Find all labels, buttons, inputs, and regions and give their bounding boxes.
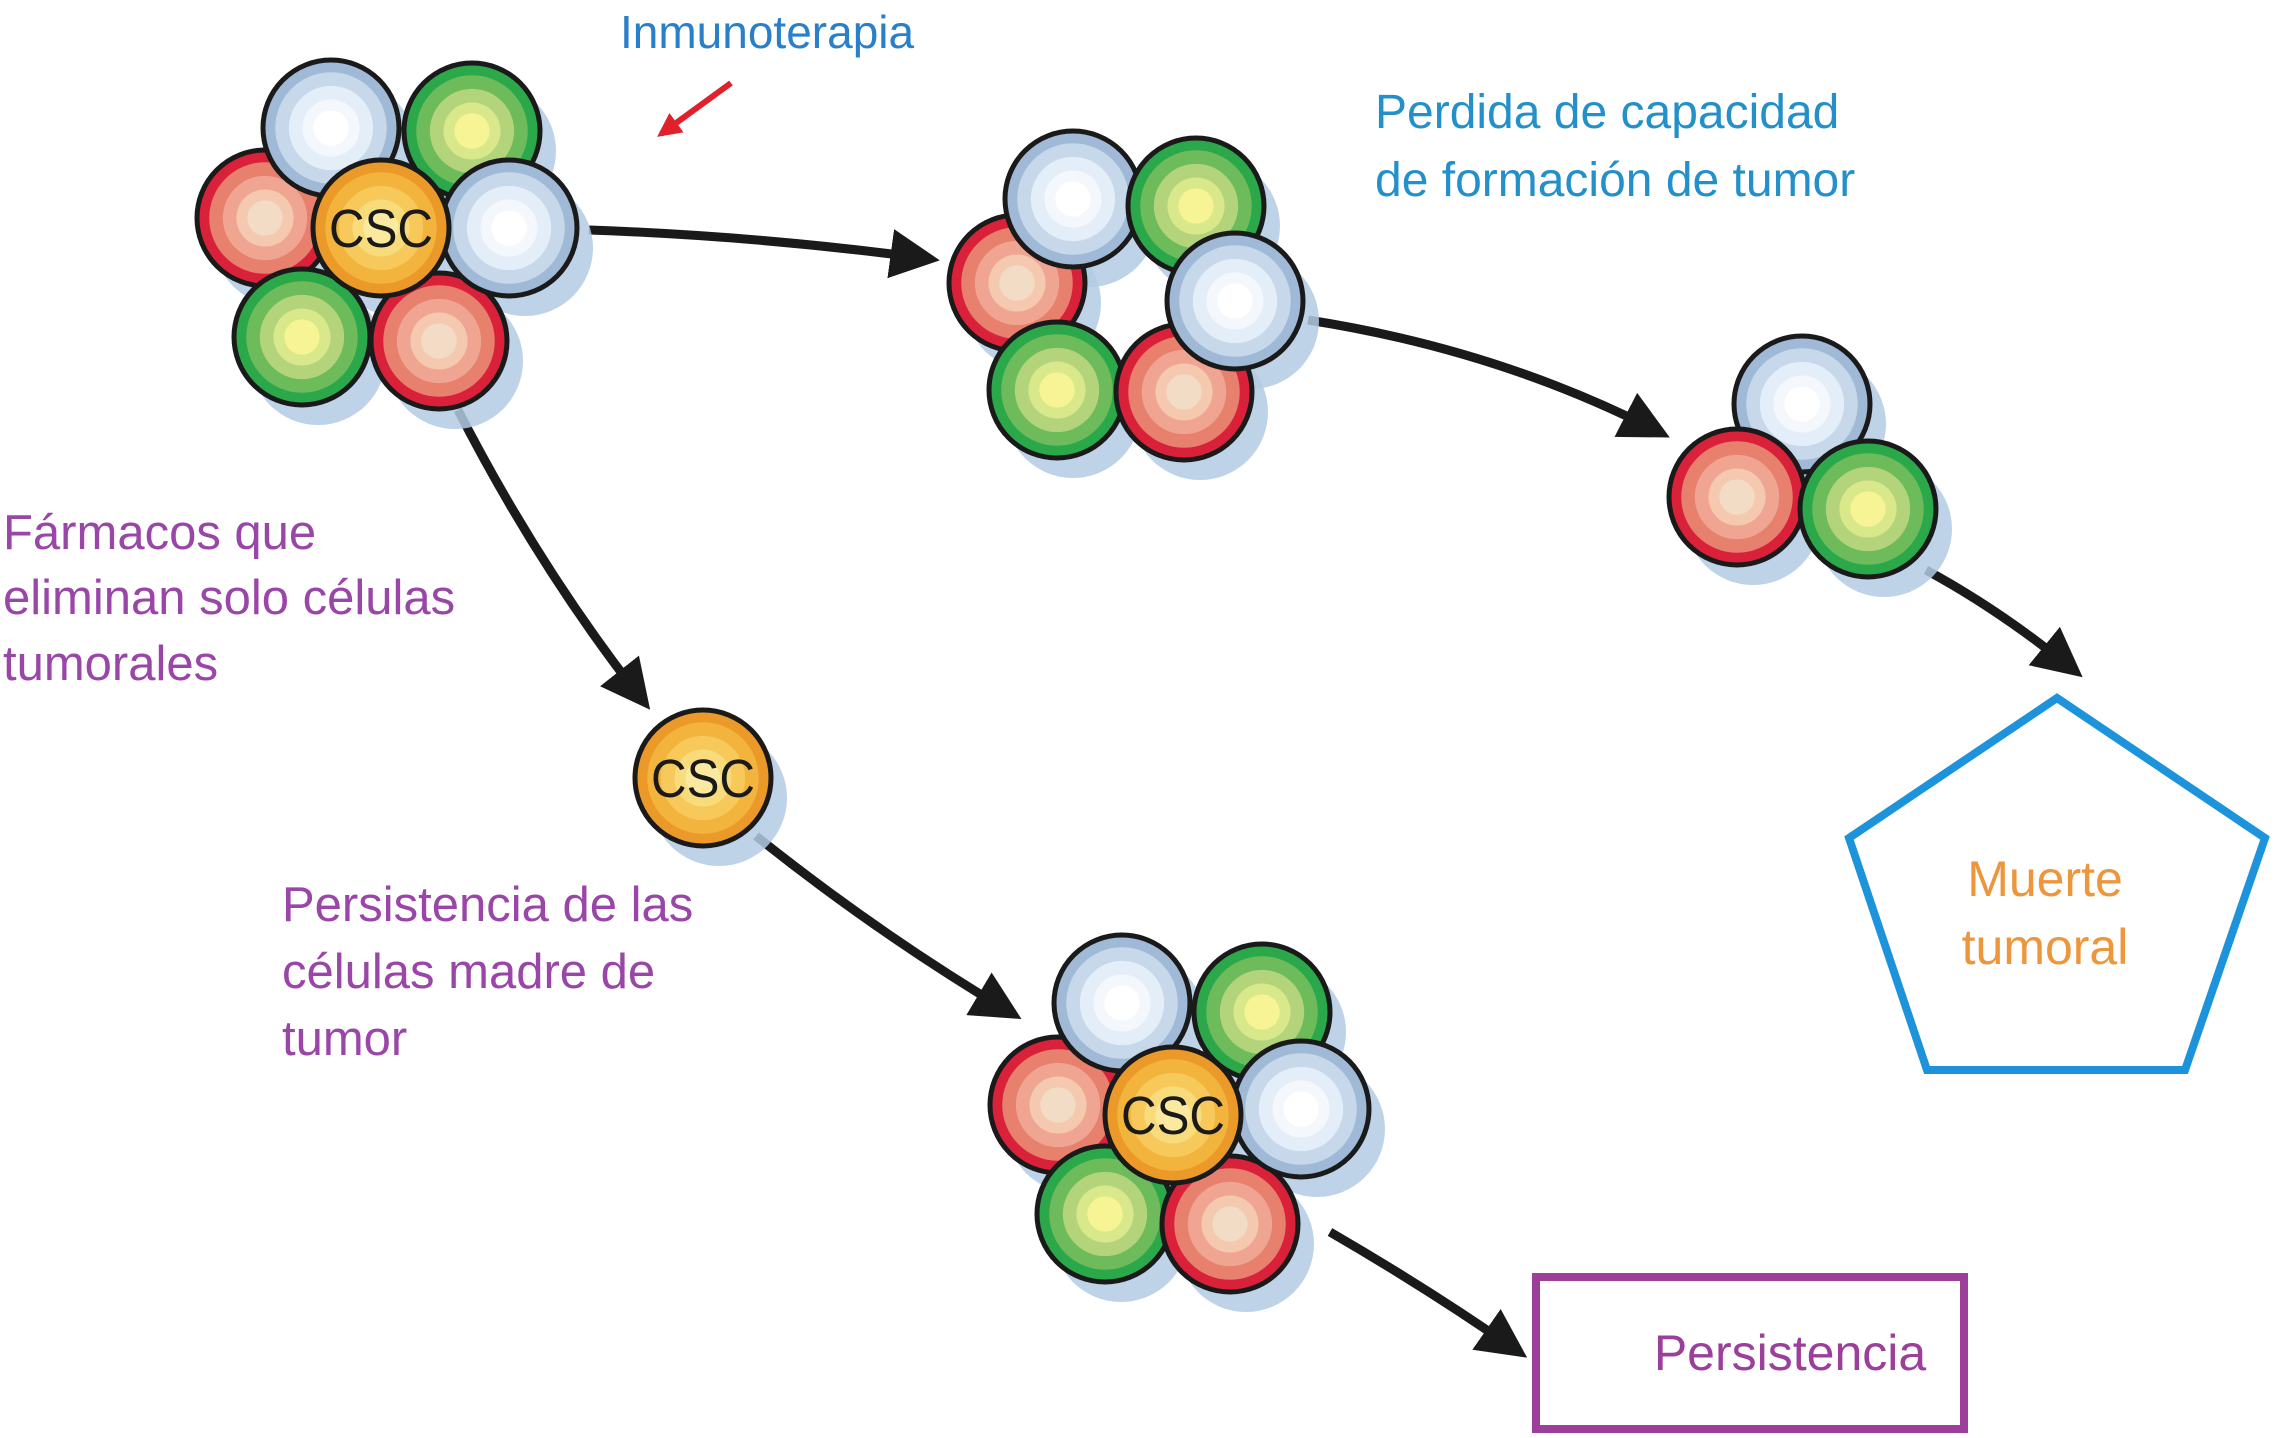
csc-label: CSC: [651, 749, 755, 809]
persistence-stem-line-1: Persistencia de las: [282, 878, 693, 932]
drugs-line-2: eliminan solo células: [3, 571, 455, 625]
arrow-to-persistence: [1327, 1228, 1528, 1358]
cell-nucleus: [1178, 188, 1214, 224]
cell-nucleus: [1040, 1087, 1076, 1123]
white-tumor-cell: [1051, 932, 1193, 1074]
persistence-stem-line-3: tumor: [282, 1012, 407, 1066]
arrow-to-reduced-cluster: [1307, 315, 1670, 438]
green-tumor-cell: [231, 266, 373, 408]
red-tumor-cell: [987, 1034, 1129, 1176]
arrow-to-tumor-death: [1923, 566, 2083, 678]
red-tumor-cell: [1666, 426, 1808, 568]
cell-nucleus: [1055, 181, 1091, 217]
cell-nucleus: [284, 319, 320, 355]
white-tumor-cell: [1002, 128, 1144, 270]
cell-nucleus: [1283, 1091, 1319, 1127]
green-tumor-cell: [1797, 438, 1939, 580]
cell-nucleus: [1212, 1206, 1248, 1242]
white-tumor-cell: [1164, 230, 1306, 372]
cells-layer: CSC CSC CSC: [194, 57, 1952, 1312]
cell-nucleus: [1719, 479, 1755, 515]
immunotherapy-cluster: [946, 128, 1319, 480]
cell-nucleus: [1850, 491, 1886, 527]
arrow-to-immunotherapy-cluster: [588, 225, 940, 279]
csc-label: CSC: [329, 199, 433, 259]
regrown-cluster: CSC: [987, 932, 1385, 1312]
cell-nucleus: [454, 113, 490, 149]
red-tumor-cell: [194, 147, 336, 289]
immunotherapy-label: Inmunoterapia: [620, 6, 914, 58]
arrow-to-isolated-csc: [453, 407, 651, 710]
drugs-label: Fármacos que eliminan solo células tumor…: [3, 506, 455, 691]
drugs-line-3: tumorales: [3, 637, 218, 691]
persistence-label: Persistencia: [1654, 1325, 1927, 1381]
tumor-death-pentagon: Muerte tumoral: [1844, 693, 2270, 1074]
red-tumor-cell: [368, 270, 510, 412]
arrows-layer: [453, 80, 2083, 1358]
drugs-line-1: Fármacos que: [3, 506, 316, 560]
white-tumor-cell: [1230, 1038, 1372, 1180]
reduced-cluster: [1666, 333, 1952, 597]
cancer-stem-cell: CSC: [632, 707, 774, 849]
tumor-death-line-2: tumoral: [1962, 919, 2129, 975]
cell-nucleus: [1104, 985, 1140, 1021]
persistence-stem-line-2: células madre de: [282, 945, 655, 999]
white-tumor-cell: [260, 57, 402, 199]
cell-nucleus: [999, 265, 1035, 301]
cell-nucleus: [1244, 994, 1280, 1030]
immunotherapy-red-arrow: [657, 80, 733, 137]
csc-label: CSC: [1121, 1086, 1225, 1146]
cell-nucleus: [363, 210, 399, 246]
cancer-stem-cell: CSC: [310, 157, 452, 299]
arrow-to-regrown-cluster: [753, 832, 1022, 1020]
cancer-stem-cell: CSC: [1102, 1044, 1244, 1186]
tumor-death-line-1: Muerte: [1967, 851, 2123, 907]
initial-tumor-cluster: CSC: [194, 57, 593, 429]
cell-nucleus: [247, 200, 283, 236]
loss-capacity-line-2: de formación de tumor: [1375, 154, 1855, 207]
cell-nucleus: [491, 210, 527, 246]
cell-nucleus: [1039, 372, 1075, 408]
cell-nucleus: [421, 323, 457, 359]
persistence-box: Persistencia: [1532, 1273, 1968, 1433]
isolated-csc: CSC: [632, 707, 787, 866]
cell-nucleus: [1166, 374, 1202, 410]
green-tumor-cell: [986, 319, 1128, 461]
cell-nucleus: [685, 760, 721, 796]
persistence-stem-label: Persistencia de las células madre de tum…: [282, 878, 693, 1066]
cell-nucleus: [1217, 283, 1253, 319]
cell-nucleus: [1784, 386, 1820, 422]
pentagon-shape: [1844, 693, 2270, 1074]
cell-nucleus: [1087, 1196, 1123, 1232]
loss-capacity-line-1: Perdida de capacidad: [1375, 86, 1839, 139]
red-tumor-cell: [1159, 1153, 1301, 1295]
loss-capacity-label: Perdida de capacidad de formación de tum…: [1375, 86, 1855, 207]
cell-nucleus: [1155, 1097, 1191, 1133]
persistence-box-shape: [1532, 1273, 1968, 1433]
white-tumor-cell: [438, 157, 580, 299]
cell-nucleus: [313, 110, 349, 146]
